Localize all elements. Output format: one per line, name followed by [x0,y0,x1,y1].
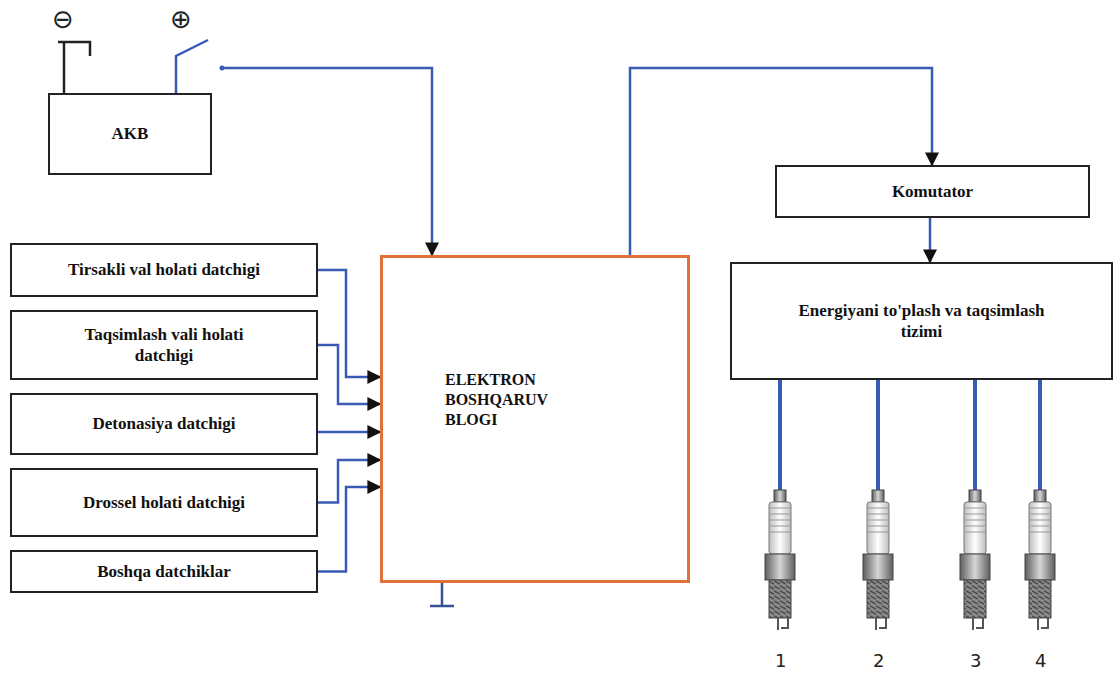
node-text: Drossel holati datchigi [83,492,245,513]
spark-plug [863,380,893,630]
battery-box: AKB [48,93,212,175]
callout-number: 1 [775,650,786,671]
spark-plug [1025,380,1055,630]
signal-wire [630,68,932,255]
energy-box: Energiyani to'plash va taqsimlash tizimi [730,262,1113,380]
node-text: AKB [112,123,149,144]
node-text: ELEKTRON BOSHQARUV BLOGI [445,370,585,430]
node-text: Detonasiya datchigi [92,413,235,434]
sensor-box: Boshqa datchiklar [10,550,318,593]
signal-wire [929,218,932,262]
spark-plug [765,380,795,630]
signal-wire [318,431,380,434]
sensor-box: Taqsimlash vali holati datchigi [10,310,318,380]
ground-symbol [430,583,454,606]
sensor-box: Drossel holati datchigi [10,468,318,537]
commutator-box: Komutator [775,165,1090,218]
signal-wire [318,345,380,404]
spark-plugs [765,380,1055,630]
callout-number: 4 [1035,650,1046,671]
signal-wire [318,487,380,572]
node-text: Tirsakli val holati datchigi [68,259,260,280]
terminal-sign: ⊕ [170,4,192,34]
node-text: Boshqa datchiklar [97,561,231,582]
callout-number: 2 [873,650,884,671]
node-text: Energiyani to'plash va taqsimlash tizimi [792,300,1052,343]
callout-number: 3 [970,650,981,671]
signal-wire [176,40,432,255]
spark-plug [960,380,990,630]
signal-wire [318,460,380,503]
ecu-box: ELEKTRON BOSHQARUV BLOGI [380,255,690,583]
sensor-box: Tirsakli val holati datchigi [10,243,318,297]
node-text: Komutator [892,181,973,202]
minus-terminal [58,42,90,93]
terminal-sign: ⊖ [52,4,74,34]
node-text: Taqsimlash vali holati datchigi [69,324,259,367]
signal-wire [318,270,380,377]
sensor-box: Detonasiya datchigi [10,393,318,455]
